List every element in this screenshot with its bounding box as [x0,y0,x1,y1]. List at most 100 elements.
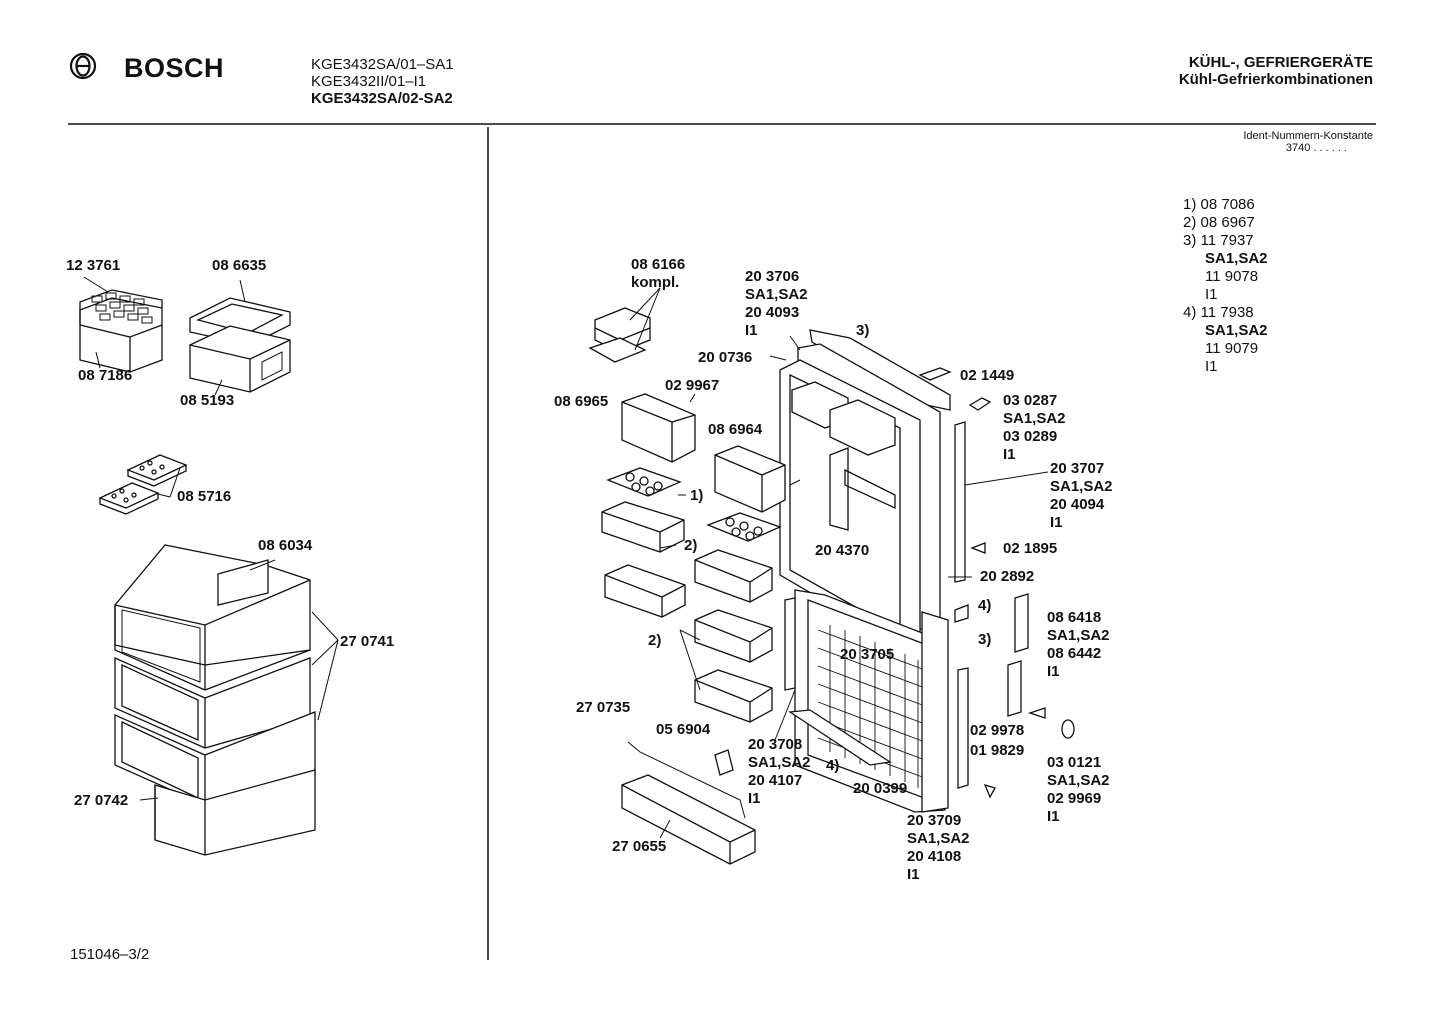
part-label: 20 4370 [815,542,870,559]
part-variant: SA1,SA2 [907,830,970,847]
part-number: 03 0121 [1047,754,1102,771]
part-label: 27 0655 [612,838,667,855]
part-number: 20 4094 [1050,496,1105,513]
footnote-line: SA1,SA2 [1205,322,1268,339]
part-label: 27 0742 [74,792,129,809]
ice-cube-tray [79,276,163,373]
model-line: KGE3432SA/01–SA1 [311,56,454,73]
part-number: 20 3709 [907,812,962,829]
footnote-line: 08 7086 [1200,196,1255,213]
footnote-list: 1) 08 7086 2) 08 6967 3) 11 7937 SA1,SA2… [1183,196,1268,376]
part-number: 20 4093 [745,304,800,321]
part-label: 03 0121 SA1,SA2 02 9969 I1 [1047,754,1110,826]
part-number: 03 0289 [1003,428,1058,445]
part-label: 20 0399 [853,780,908,797]
footnote-line: I1 [1205,286,1218,303]
footnote-num: 3) [1183,232,1197,249]
part-label: 03 0287 SA1,SA2 03 0289 I1 [1003,392,1066,464]
part-label: 08 6034 [258,537,313,554]
part-label: 08 6965 [554,393,609,410]
footnote-4: 4) 11 7938 [1183,304,1268,322]
footnote-ref: 4) [978,597,992,614]
part-label: 27 0735 [576,699,631,716]
part-number: 08 6442 [1047,645,1102,662]
footnote-ref: 2) [684,537,698,554]
footnote-line: 11 9078 [1205,268,1259,285]
footnote-ref: 4) [826,757,840,774]
door-bins-and-egg-trays [601,393,786,723]
part-note: kompl. [631,274,680,291]
page-title: KÜHL-, GEFRIERGERÄTE Kühl-Gefrierkombina… [1179,54,1373,88]
brand-name: BOSCH [124,53,225,83]
part-variant: SA1,SA2 [1047,772,1110,789]
footnote-ref: 1) [690,487,704,504]
part-variant: I1 [1047,808,1060,825]
footnote-1: 1) 08 7086 [1183,196,1268,214]
part-variant: I1 [907,866,920,883]
footnote-3: 3) 11 7937 [1183,232,1268,250]
part-label: 05 6904 [656,721,711,738]
model-line: KGE3432II/01–I1 [311,73,427,90]
document-number: 151046–3/2 [70,946,150,963]
part-label: 20 3708 SA1,SA2 20 4107 I1 [748,736,811,808]
part-label: 20 3709 SA1,SA2 20 4108 I1 [907,812,970,884]
door-shelf-kit [588,287,661,363]
part-number: 20 3706 [745,268,800,285]
part-label: 08 6964 [708,421,763,438]
ident-block: Ident-Nummern-Konstante 3740 . . . . . . [1243,130,1373,154]
part-variant: SA1,SA2 [748,754,811,771]
footnote-num: 1) [1183,196,1197,213]
part-number: 03 0287 [1003,392,1058,409]
part-variant: SA1,SA2 [745,286,808,303]
part-label: 08 5716 [177,488,232,505]
small-hardware-parts [689,367,1075,799]
model-line: KGE3432SA/02-SA2 [311,90,453,107]
ident-value: 3740 . . . . . . [1285,142,1347,154]
part-label: 02 1449 [960,367,1015,384]
part-variant: SA1,SA2 [1003,410,1066,427]
footnote-line: 11 9079 [1205,340,1259,357]
part-variant: I1 [1003,446,1016,463]
ident-label: Ident-Nummern-Konstante [1243,130,1373,142]
footnote-ref: 3) [856,322,870,339]
part-label: 08 6166 kompl. [631,256,685,292]
part-label: 20 3706 SA1,SA2 20 4093 I1 [745,268,808,340]
part-label: 08 5193 [180,392,235,409]
part-number: 02 9969 [1047,790,1102,807]
part-variant: I1 [1047,663,1060,680]
part-variant: SA1,SA2 [1050,478,1113,495]
footnote-num: 2) [1183,214,1197,231]
storage-box-with-lid [189,279,291,396]
part-label: 27 0741 [340,633,395,650]
footnote-ref: 2) [648,632,662,649]
part-label: 02 9967 [665,377,720,394]
part-label: 02 1895 [1003,540,1058,557]
part-number: 08 6418 [1047,609,1102,626]
part-label: 20 2892 [980,568,1035,585]
part-number: 20 4107 [748,772,803,789]
title-line: KÜHL-, GEFRIERGERÄTE [1188,54,1373,71]
part-number: 20 3708 [748,736,803,753]
footnote-2: 2) 08 6967 [1183,214,1268,232]
part-variant: SA1,SA2 [1047,627,1110,644]
part-variant: I1 [1050,514,1063,531]
part-label: 01 9829 [970,742,1025,759]
part-label: 08 6418 SA1,SA2 08 6442 I1 [1047,609,1110,681]
part-number: 20 4108 [907,848,962,865]
footnote-line: SA1,SA2 [1205,250,1268,267]
part-label: 08 7186 [78,367,133,384]
footnote-line: 11 7937 [1200,232,1254,249]
subtitle-line: Kühl-Gefrierkombinationen [1178,71,1373,88]
footnote-num: 4) [1183,304,1197,321]
footnote-line: I1 [1205,358,1218,375]
footnote-ref: 3) [978,631,992,648]
part-variant: I1 [745,322,758,339]
footnote-line: 11 7938 [1200,304,1254,321]
part-variant: I1 [748,790,761,807]
part-label: 08 6635 [212,257,267,274]
part-label: 02 9978 [970,722,1025,739]
part-number: 08 6166 [631,256,686,273]
freezer-door-lower [774,589,969,813]
bosch-logo-icon [69,52,97,80]
